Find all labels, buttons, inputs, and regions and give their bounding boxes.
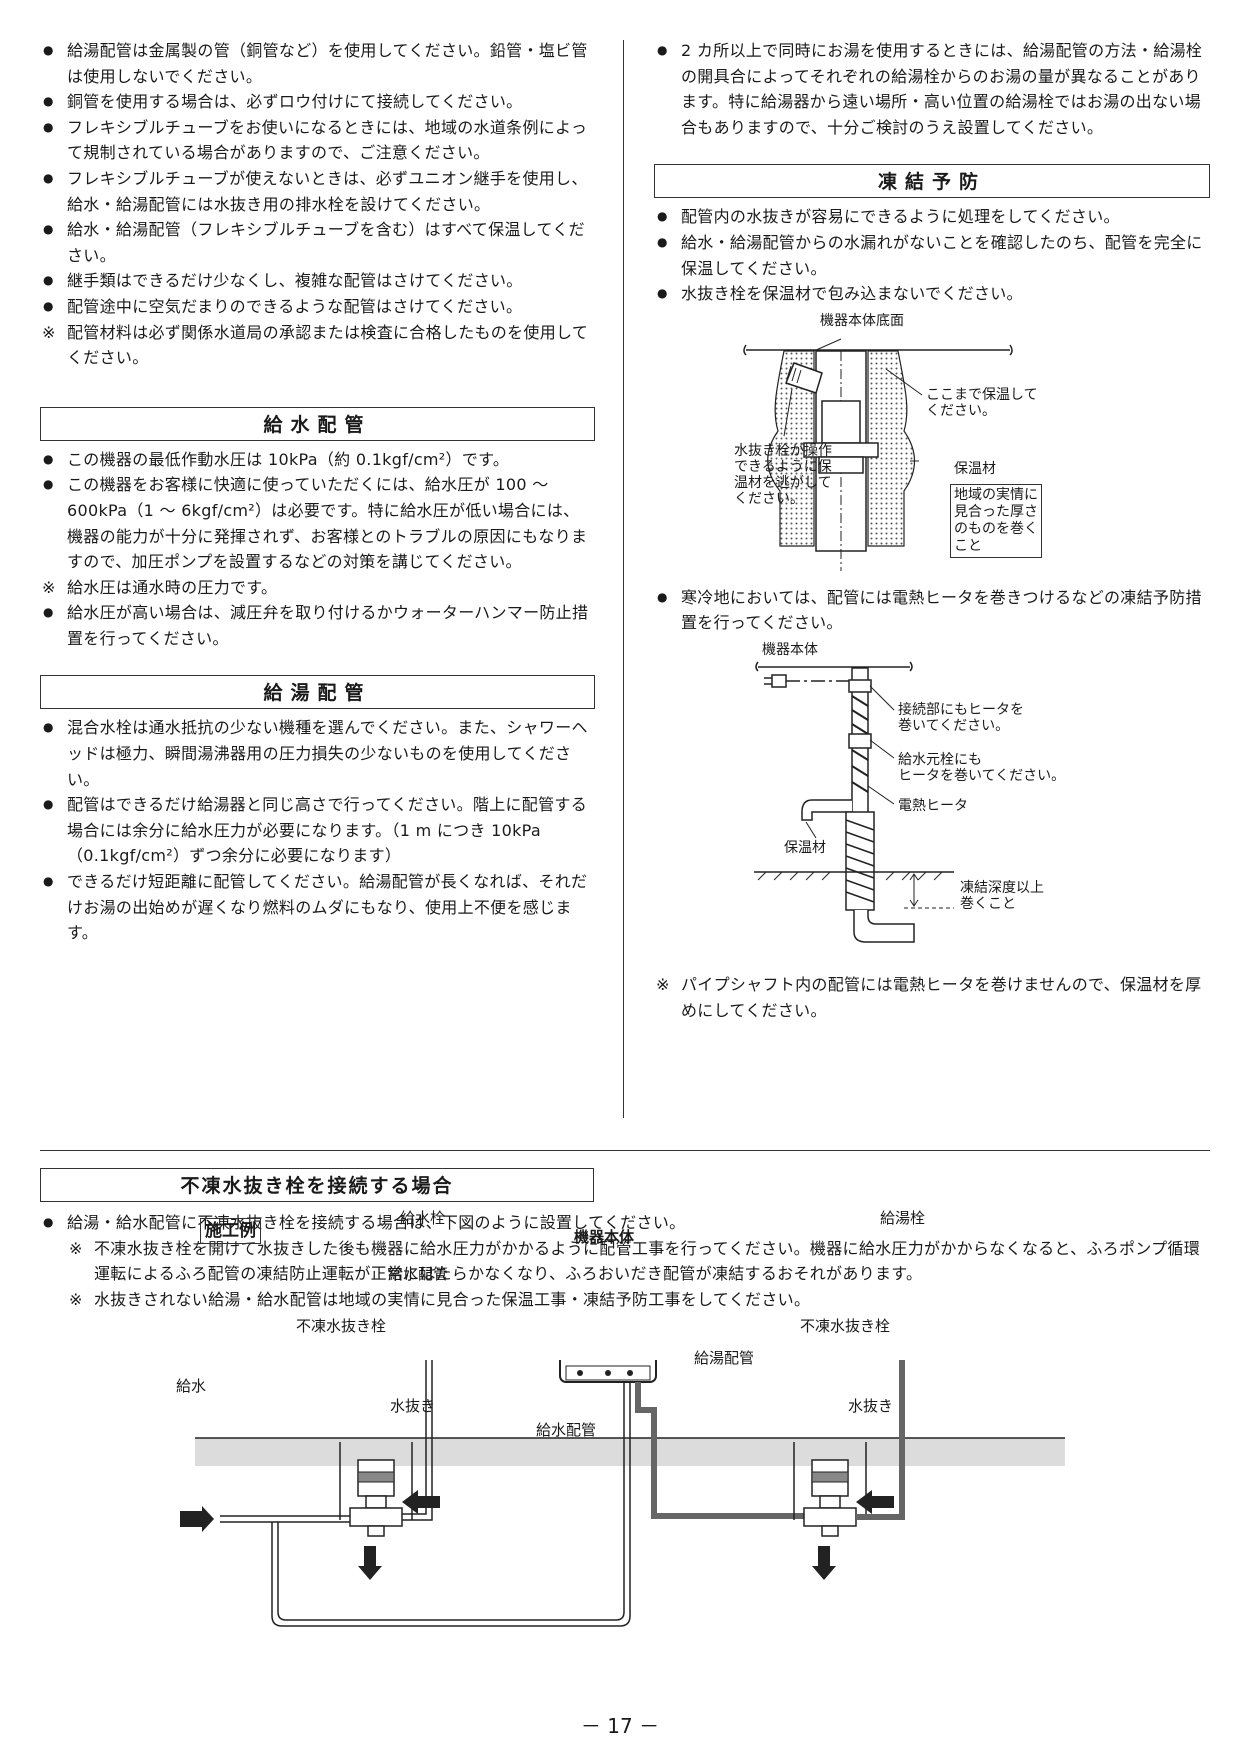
- bullet-item: できるだけ短距離に配管してください。給湯配管が長くなれば、それだけお湯の出始めが…: [40, 869, 595, 946]
- hot-water-list: 混合水栓は通水抵抗の少ない機種を選んでください。また、シャワーヘッドは極力、瞬間…: [40, 715, 595, 945]
- bullet-item: 給水・給湯配管からの水漏れがないことを確認したのち、配管を完全に保温してください…: [654, 230, 1210, 281]
- drain-left-label: 水抜き: [390, 1397, 436, 1415]
- insulation-thickness-note: 地域の実情に 見合った厚さ のものを巻く こと: [950, 483, 1042, 558]
- cold-region-item: 寒冷地においては、配管には電熱ヒータを巻きつけるなどの凍結予防措置を行ってくださ…: [654, 585, 1210, 636]
- supply-pipe-lower-label: 給水配管: [536, 1421, 597, 1439]
- freeze-depth-label: 凍結深度以上 巻くこと: [960, 879, 1044, 912]
- supply-inlet-label: 給水: [176, 1377, 207, 1395]
- bullet-item: フレキシブルチューブが使えないときは、必ずユニオン継手を使用し、給水・給湯配管に…: [40, 166, 595, 217]
- left-intro-list: 給湯配管は金属製の管（銅管など）を使用してください。鉛管・塩ビ管は使用しないでく…: [40, 38, 595, 371]
- page-number: － 17 －: [580, 1714, 660, 1738]
- heater-wrap-illustration: [754, 661, 954, 943]
- water-supply-header: 給水配管: [40, 406, 595, 441]
- left-column: 給湯配管は金属製の管（銅管など）を使用してください。鉛管・塩ビ管は使用しないでく…: [40, 38, 595, 946]
- supply-faucet-label: 給水栓: [400, 1209, 446, 1227]
- pipe-shaft-note: パイプシャフト内の配管には電熱ヒータを巻けませんので、保温材を厚めにしてください…: [654, 972, 1210, 1023]
- bullet-item: 水抜き栓を保温材で包み込まないでください。: [654, 281, 1210, 307]
- hot-pipe-label: 給湯配管: [694, 1349, 755, 1367]
- water-supply-list: この機器の最低作動水圧は 10kPa（約 0.1kgf/cm²）です。この機器を…: [40, 447, 595, 652]
- antifreeze-note-1: 不凍水抜き栓を開けて水抜きした後も機器に給水圧力がかかるように配管工事を行ってく…: [67, 1236, 1210, 1287]
- heater-wrap-figure: 機器本体 接続部にもヒータを 巻いてください。 給水元栓にも ヒータを巻いてくだ…: [654, 640, 1210, 960]
- hot-water-header: 給湯配管: [40, 675, 595, 710]
- bullet-item: 給水圧が高い場合は、減圧弁を取り付けるかウォーターハンマー防止措置を行ってくださ…: [40, 600, 595, 651]
- bullet-item: 配管内の水抜きが容易にできるように処理をしてください。: [654, 204, 1210, 230]
- column-divider: [623, 40, 624, 1118]
- note-item: 配管材料は必ず関係水道局の承認または検査に合格したものを使用してください。: [40, 320, 595, 371]
- bullet-item: 給水・給湯配管（フレキシブルチューブを含む）はすべて保温してください。: [40, 217, 595, 268]
- section-divider: [40, 1150, 1210, 1151]
- bullet-item: 配管途中に空気だまりのできるような配管はさけてください。: [40, 294, 595, 320]
- bottom-surface-label: 機器本体底面: [820, 312, 904, 329]
- pipe-shaft-list: パイプシャフト内の配管には電熱ヒータを巻けませんので、保温材を厚めにしてください…: [654, 972, 1210, 1023]
- bullet-item: 給湯配管は金属製の管（銅管など）を使用してください。鉛管・塩ビ管は使用しないでく…: [40, 38, 595, 89]
- unit-body-label: 機器本体: [762, 641, 818, 658]
- supply-pipe-upper-label: 給水配管: [388, 1265, 449, 1283]
- example-tag: 施工例: [200, 1218, 261, 1244]
- bullet-item: 混合水栓は通水抵抗の少ない機種を選んでください。また、シャワーヘッドは極力、瞬間…: [40, 715, 595, 792]
- electric-heater-label: 電熱ヒータ: [898, 797, 968, 814]
- drain-right-label: 水抜き: [848, 1397, 894, 1415]
- antifreeze-note-2: 水抜きされない給湯・給水配管は地域の実情に見合った保温工事・凍結予防工事をしてく…: [67, 1287, 1210, 1313]
- installation-diagram: 施工例 給水栓 給水配管 不凍水抜き栓 給水 水抜き 給水配管 機器本体 給湯配…: [40, 1210, 1070, 1695]
- bullet-item: この機器の最低作動水圧は 10kPa（約 0.1kgf/cm²）です。: [40, 447, 595, 473]
- insulate-until-label: ここまで保温して ください。: [926, 386, 1038, 419]
- cold-region-list: 寒冷地においては、配管には電熱ヒータを巻きつけるなどの凍結予防措置を行ってくださ…: [654, 585, 1210, 636]
- bullet-item: 銅管を使用する場合は、必ずロウ付けにて接続してください。: [40, 89, 595, 115]
- antifreeze-header: 不凍水抜き栓を接続する場合: [40, 1168, 594, 1202]
- drain-plug-illustration: [743, 338, 1013, 571]
- antifreeze-item-0: 給湯・給水配管に不凍水抜き栓を接続する場合は、下図のように設置してください。: [40, 1210, 1210, 1236]
- valve-heater-label: 給水元栓にも ヒータを巻いてください。: [898, 751, 1066, 784]
- antifreeze-plug-left-label: 不凍水抜き栓: [296, 1317, 387, 1335]
- insulation-label-2: 保温材: [784, 839, 826, 856]
- hot-faucet-label: 給湯栓: [880, 1209, 926, 1227]
- antifreeze-section: 不凍水抜き栓を接続する場合 給湯・給水配管に不凍水抜き栓を接続する場合は、下図の…: [40, 1168, 1220, 1312]
- drain-plug-label: 水抜き栓が操作 できるように保 温材を逃がして ください。: [734, 442, 832, 507]
- insulation-label: 保温材: [954, 460, 996, 477]
- right-column: 2 カ所以上で同時にお湯を使用するときには、給湯配管の方法・給湯栓の開具合によっ…: [654, 38, 1210, 1023]
- right-intro-list: 2 カ所以上で同時にお湯を使用するときには、給湯配管の方法・給湯栓の開具合によっ…: [654, 38, 1210, 140]
- freeze-prevention-list: 配管内の水抜きが容易にできるように処理をしてください。給水・給湯配管からの水漏れ…: [654, 204, 1210, 306]
- drain-plug-figure: 機器本体底面 ここまで保温して ください。 水抜き栓が操作 できるように保 温材…: [654, 311, 1210, 581]
- bullet-item: 配管はできるだけ給湯器と同じ高さで行ってください。階上に配管する場合には余分に給…: [40, 792, 595, 869]
- bullet-item: 2 カ所以上で同時にお湯を使用するときには、給湯配管の方法・給湯栓の開具合によっ…: [654, 38, 1210, 140]
- note-item: 給水圧は通水時の圧力です。: [40, 575, 595, 601]
- unit-label: 機器本体: [574, 1228, 635, 1246]
- bullet-item: この機器をお客様に快適に使っていただくには、給水圧が 100 〜 600kPa（…: [40, 472, 595, 574]
- bullet-item: フレキシブルチューブをお使いになるときには、地域の水道条例によって規制されている…: [40, 115, 595, 166]
- bullet-item: 継手類はできるだけ少なくし、複雑な配管はさけてください。: [40, 268, 595, 294]
- joint-heater-label: 接続部にもヒータを 巻いてください。: [898, 701, 1024, 734]
- antifreeze-plug-right-label: 不凍水抜き栓: [800, 1317, 891, 1335]
- installation-illustration: [180, 1360, 1065, 1627]
- antifreeze-list: 給湯・給水配管に不凍水抜き栓を接続する場合は、下図のように設置してください。 不…: [40, 1210, 1210, 1312]
- freeze-prevention-header: 凍結予防: [654, 164, 1210, 199]
